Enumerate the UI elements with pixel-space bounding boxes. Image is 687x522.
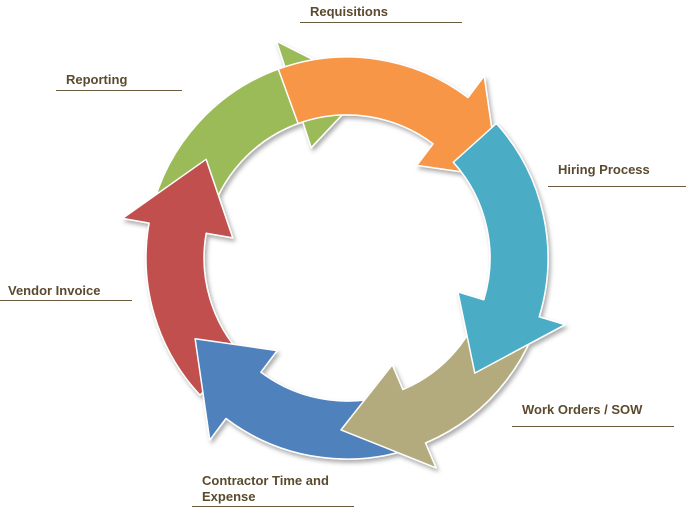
stage-label-requisitions: Requisitions — [310, 4, 389, 19]
arrow-hiring-process — [452, 122, 566, 374]
stage-label-hiring-process: Hiring Process — [558, 162, 650, 177]
stage-label-contractor-time-expense: Contractor Time and Expense — [202, 473, 329, 504]
arrow-vendor-invoice — [121, 158, 244, 396]
stage-label-reporting: Reporting — [66, 72, 128, 87]
vendor-invoice-rule — [0, 300, 132, 301]
reporting-rule — [56, 90, 182, 91]
hiring-process-rule — [548, 186, 686, 187]
work-orders-sow-rule — [512, 426, 674, 427]
arrow-requisitions — [277, 56, 500, 179]
stage-label-work-orders-sow: Work Orders / SOW — [522, 402, 643, 417]
stage-label-vendor-invoice: Vendor Invoice — [8, 283, 101, 298]
requisitions-rule — [300, 22, 462, 23]
contractor-time-expense-rule — [192, 506, 354, 507]
